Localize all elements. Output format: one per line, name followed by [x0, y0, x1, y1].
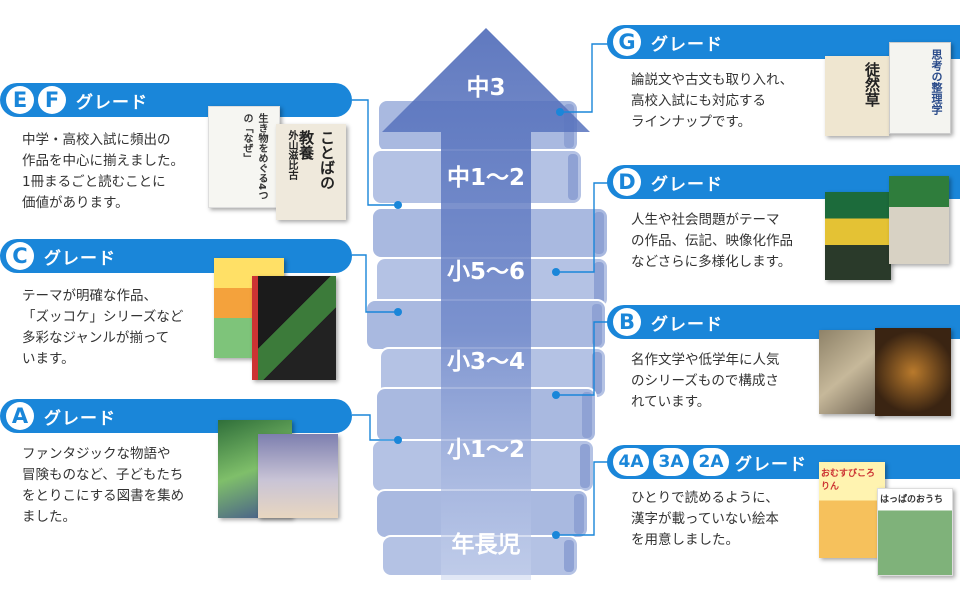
book-cover-b-2 — [875, 328, 951, 416]
connector-line — [352, 414, 398, 441]
grade-badge-g: G — [613, 28, 641, 56]
grade-card-g: G グレード 論説文や古文も取り入れ、高校入試にも対応するラインナップです。 徒… — [607, 22, 960, 162]
stack-book-spine — [574, 494, 584, 534]
grade-card-kinder: 4A 3A 2A グレード ひとりで読めるように、漢字が載っていない絵本を用意し… — [607, 442, 960, 592]
grade-description-kinder: ひとりで読めるように、漢字が載っていない絵本を用意しました。 — [631, 490, 779, 548]
grade-badge-3a: 3A — [653, 448, 689, 476]
grade-badge-2a: 2A — [693, 448, 729, 476]
book-cover-ef-1: 生き物をめぐる4つの「なぜ」 — [208, 106, 280, 208]
grade-badge-4a: 4A — [613, 448, 649, 476]
grade-header-b[interactable]: B グレード — [607, 305, 960, 339]
grade-badge-c: C — [6, 242, 34, 270]
stack-book-spine — [582, 392, 592, 438]
book-cover-kinder-2: はっぱのおうち — [877, 488, 953, 576]
connector-dot — [552, 391, 560, 399]
book-cover-d-1 — [825, 192, 891, 280]
connector-dot — [552, 268, 560, 276]
grade-header-ef[interactable]: E F グレード — [0, 83, 352, 117]
connector-line — [556, 182, 608, 273]
grade-description-a: ファンタジックな物語や冒険ものなど、子どもたちをとりこにする図書を集めました。 — [22, 446, 185, 525]
grade-label: グレード — [44, 408, 116, 429]
book-cover-c-2 — [252, 276, 336, 380]
book-cover-g-2: 思考の整理学 — [889, 42, 951, 134]
connector-line — [560, 43, 608, 113]
stack-book-spine — [580, 444, 590, 488]
grade-description-d: 人生や社会問題がテーマの作品、伝記、映像化作品などさらに多様化します。 — [631, 212, 793, 270]
grade-label: グレード — [651, 314, 723, 335]
connector-dot — [552, 531, 560, 539]
grade-badge-a: A — [6, 402, 34, 430]
grade-description-g: 論説文や古文も取り入れ、高校入試にも対応するラインナップです。 — [631, 72, 794, 130]
connector-line — [556, 321, 608, 396]
grade-card-ef: E F グレード 中学・高校入試に頻出の作品を中心に揃えました。1冊まるごと読む… — [0, 80, 360, 240]
grade-card-a: A グレード ファンタジックな物語や冒険ものなど、子どもたちをとりこにする図書を… — [0, 396, 360, 546]
grade-card-c: C グレード テーマが明確な作品、「ズッコケ」シリーズなど多彩なジャンルが揃って… — [0, 236, 360, 386]
grade-description-b: 名作文学や低学年に人気のシリーズもので構成されています。 — [631, 352, 780, 410]
book-cover-g-1: 徒然草 — [825, 56, 889, 136]
grade-header-a[interactable]: A グレード — [0, 399, 352, 433]
level-label-jh3: 中3 — [466, 75, 506, 101]
grade-badge-f: F — [38, 86, 66, 114]
grade-label: グレード — [44, 248, 116, 269]
grade-badge-b: B — [613, 308, 641, 336]
grade-description-ef: 中学・高校入試に頻出の作品を中心に揃えました。1冊まるごと読むことに価値がありま… — [22, 132, 184, 211]
connector-dot — [394, 308, 402, 316]
grade-label: グレード — [651, 174, 723, 195]
level-label-jh1-2: 中1〜2 — [446, 165, 525, 191]
level-label-el1-2: 小1〜2 — [446, 437, 525, 463]
grade-header-c[interactable]: C グレード — [0, 239, 352, 273]
connector-dot — [556, 108, 564, 116]
book-cover-ef-2: ことばの教養 外山滋比古 — [276, 124, 346, 220]
connector-line — [556, 461, 608, 536]
grade-card-d: D グレード 人生や社会問題がテーマの作品、伝記、映像化作品などさらに多様化しま… — [607, 162, 960, 292]
connector-dot — [394, 201, 402, 209]
grade-card-b: B グレード 名作文学や低学年に人気のシリーズもので構成されています。 — [607, 302, 960, 432]
grade-badge-d: D — [613, 168, 641, 196]
stack-book-spine — [594, 212, 604, 254]
connector-lines — [352, 43, 608, 539]
book-cover-b-1 — [819, 330, 881, 414]
level-label-el3-4: 小3〜4 — [446, 349, 525, 375]
grade-description-c: テーマが明確な作品、「ズッコケ」シリーズなど多彩なジャンルが揃っています。 — [22, 288, 184, 367]
stack-book-spine — [564, 540, 574, 572]
stack-book-spine — [568, 154, 578, 200]
level-label-kinder: 年長児 — [451, 532, 521, 558]
book-cover-d-2 — [889, 176, 949, 264]
stack-book-spine — [594, 262, 604, 304]
connector-line — [352, 99, 398, 206]
grade-label: グレード — [735, 454, 807, 475]
grade-badge-e: E — [6, 86, 34, 114]
connector-dot — [394, 436, 402, 444]
growth-arrow — [382, 28, 590, 580]
book-cover-a-2 — [258, 434, 338, 518]
grade-label: グレード — [651, 34, 723, 55]
level-label-el5-6: 小5〜6 — [446, 259, 525, 285]
grade-header-kinder[interactable]: 4A 3A 2A グレード — [607, 445, 960, 479]
grade-label: グレード — [76, 92, 148, 113]
connector-line — [352, 254, 398, 313]
book-cover-kinder-1: おむすびころりん — [819, 462, 885, 558]
